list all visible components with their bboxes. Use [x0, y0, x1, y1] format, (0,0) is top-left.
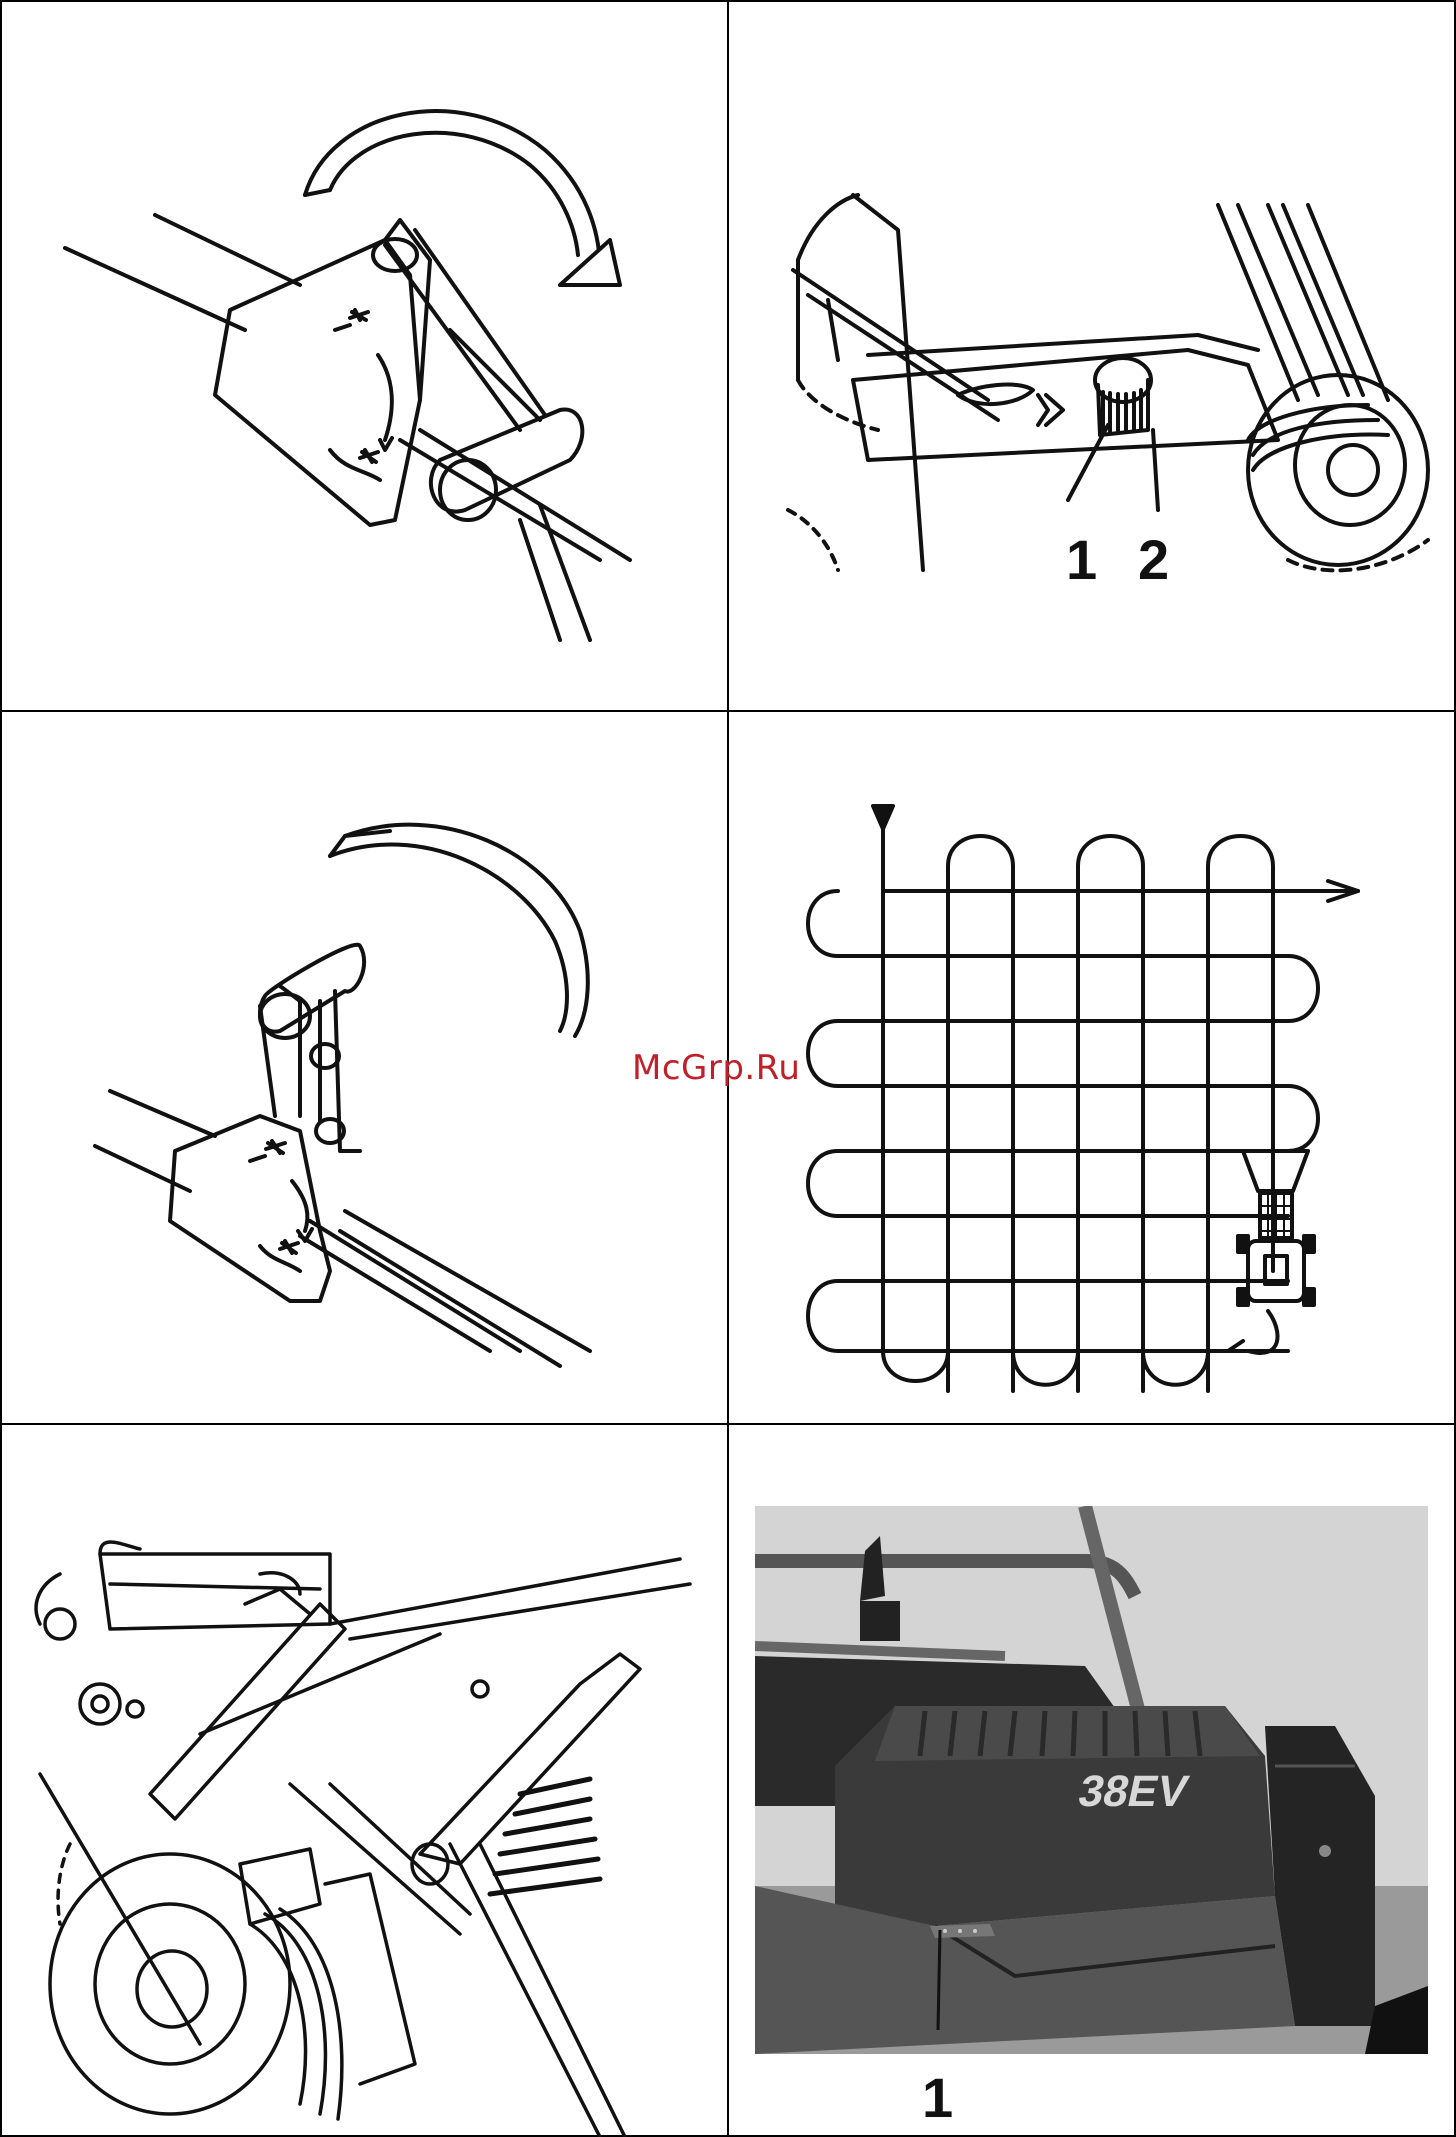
lever-illustration — [0, 0, 728, 711]
panel-lever-raised — [0, 711, 728, 1424]
lever-raised-illustration — [0, 711, 728, 1424]
engine-detail-illustration — [0, 1424, 728, 2137]
photo-callout-1: 1 — [922, 2070, 953, 2126]
mower-photo: 38EV — [755, 1506, 1428, 2054]
panel-engine-detail — [0, 1424, 728, 2137]
photo-leader-line — [900, 1920, 960, 2040]
height-adjuster-illustration — [728, 0, 1456, 711]
panel-height-adjuster: 1 2 — [728, 0, 1456, 711]
model-badge: 38EV — [1074, 1767, 1192, 1815]
callout-1: 1 — [1066, 532, 1097, 588]
mower-photo-drawing: 38EV — [755, 1506, 1428, 2054]
panel-mowing-pattern — [728, 711, 1456, 1424]
panel-lever-folded — [0, 0, 728, 711]
watermark: McGrp.Ru — [632, 1048, 800, 1088]
mowing-pattern-diagram — [728, 711, 1456, 1424]
callout-2: 2 — [1138, 532, 1169, 588]
